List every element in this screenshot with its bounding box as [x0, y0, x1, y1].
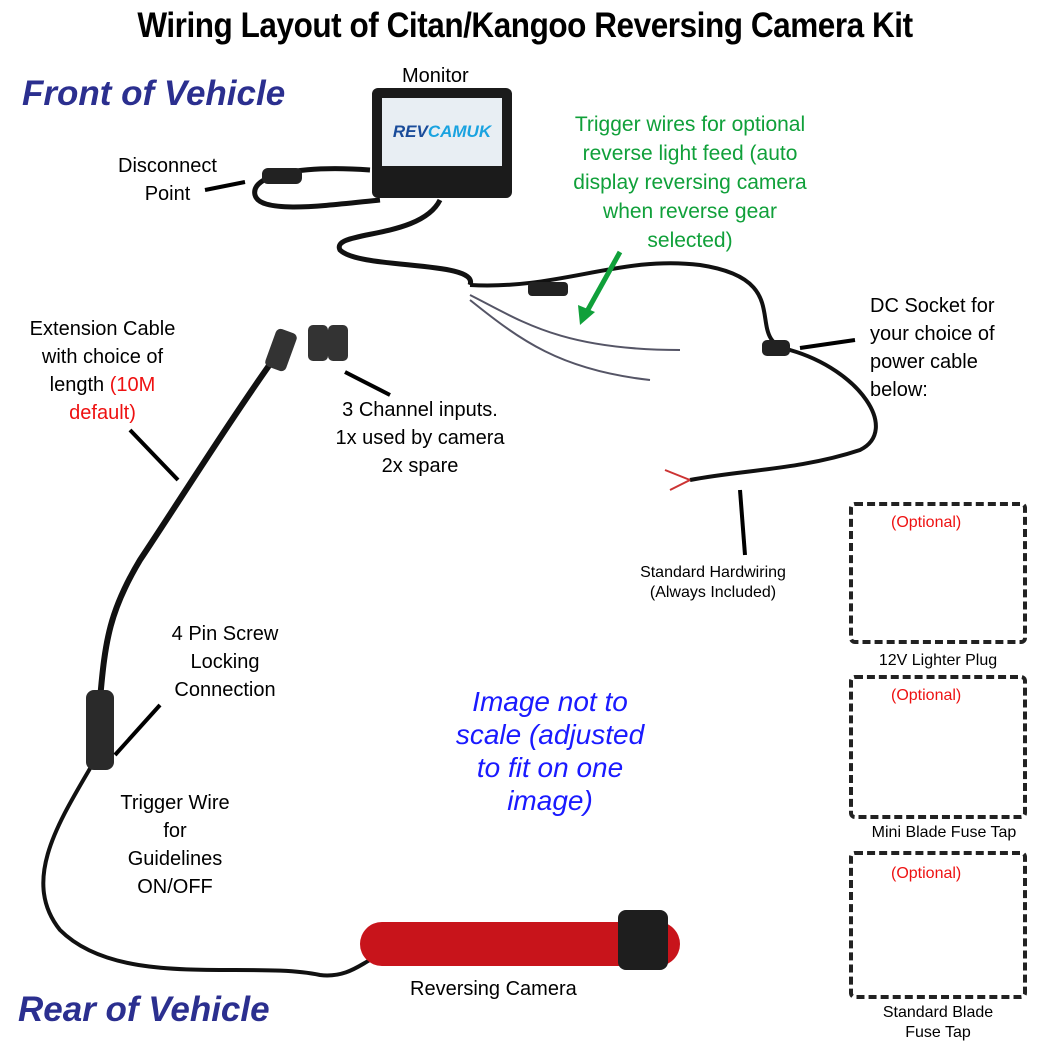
reversing-camera-label: Reversing Camera: [410, 978, 577, 1000]
four-pin-connector: [86, 690, 114, 770]
four-pin-label: 4 Pin Screw Locking Connection: [171, 623, 279, 701]
extension-cable-label: Extension Cable with choice of length (1…: [29, 318, 176, 424]
rear-of-vehicle-label: Rear of Vehicle: [18, 990, 270, 1029]
extension-cable: [97, 348, 283, 701]
trigger-wire-label: Trigger Wire for Guidelines ON/OFF: [120, 792, 230, 898]
option-box-lighter-plug: (Optional): [849, 502, 1027, 644]
trigger-wires-note: Trigger wires for optional reverse light…: [573, 113, 807, 252]
monitor-label: Monitor: [402, 65, 469, 87]
scale-note: Image not to scale (adjusted to fit on o…: [455, 686, 645, 816]
monitor: REVCAMUK: [372, 88, 512, 198]
disconnect-connector: [262, 168, 302, 184]
trigger-wires: [469, 294, 681, 381]
reversing-camera: [618, 910, 668, 970]
front-of-vehicle-label: Front of Vehicle: [22, 74, 286, 113]
green-arrow: [582, 250, 623, 317]
pointer-arrows: [113, 180, 856, 757]
channel-connector-3: [328, 325, 348, 361]
option-box-standard-blade: (Optional): [849, 851, 1027, 999]
channel-connector-2: [308, 325, 328, 361]
dc-socket-label: DC Socket for your choice of power cable…: [870, 295, 995, 401]
monitor-cable: [252, 166, 381, 210]
dc-socket: [762, 340, 790, 356]
inline-fuse: [528, 282, 568, 296]
camera-lead: [41, 758, 371, 978]
channel-inputs-label: 3 Channel inputs. 1x used by camera 2x s…: [335, 399, 505, 477]
mini-blade-caption: Mini Blade Fuse Tap: [871, 824, 1017, 841]
standard-hardwiring-label: Standard Hardwiring(Always Included): [640, 564, 786, 601]
monitor-screen: REVCAMUK: [382, 98, 502, 166]
hardwire-ends: [664, 469, 691, 491]
channel-connector-1: [265, 328, 297, 372]
page-title: Wiring Layout of Citan/Kangoo Reversing …: [137, 6, 913, 45]
lighter-plug-caption: 12V Lighter Plug: [878, 652, 998, 669]
harness-cable: [336, 198, 473, 286]
option-box-mini-blade: (Optional): [849, 675, 1027, 819]
